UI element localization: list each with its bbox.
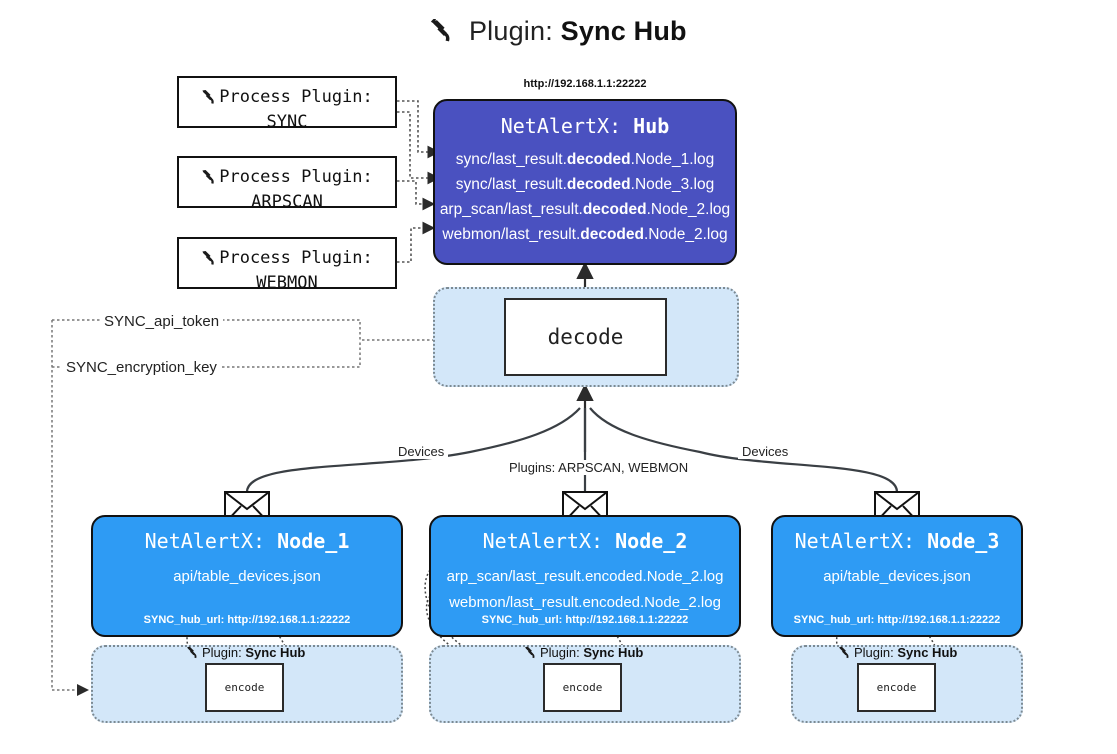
node-line-list: api/table_devices.json [93,564,401,590]
node-title: NetAlertX: Node_2 [431,529,739,553]
encode-plugin-label-2: Plugin: Sync Hub [524,645,643,660]
node-title: NetAlertX: Node_1 [93,529,401,553]
edge-label-devices-right: Devices [738,444,793,459]
process-plugin-label: Process Plugin: [219,248,373,268]
process-plugin-line1: Process Plugin: [179,165,395,190]
hub-log-row: sync/last_result.decoded.Node_3.log [455,176,715,194]
sync-api-token-label: SYNC_api_token [100,313,224,330]
process-plugin-name: ARPSCAN [251,191,323,212]
decode-box[interactable]: decode [504,298,667,376]
encode-plugin-prefix: Plugin: [540,645,580,660]
decode-label: decode [547,325,624,349]
hub-url-label: http://192.168.1.1:22222 [523,78,647,90]
node-3[interactable]: NetAlertX: Node_3 api/table_devices.json… [771,515,1023,637]
node-title-name: Node_1 [277,529,350,553]
encode-plugin-label-3: Plugin: Sync Hub [838,645,957,660]
process-plugin-label: Process Plugin: [219,87,373,107]
node-title-name: Node_2 [615,529,688,553]
plug-icon [839,646,849,659]
node-1[interactable]: NetAlertX: Node_1 api/table_devices.json… [91,515,403,637]
node-line: api/table_devices.json [823,568,971,585]
node-line-list: api/table_devices.json [773,564,1021,590]
node-line: api/table_devices.json [173,568,321,585]
encode-box-3[interactable]: encode [857,663,936,712]
node-hub-url: SYNC_hub_url: http://192.168.1.1:22222 [793,614,1001,626]
node-line-list: arp_scan/last_result.encoded.Node_2.log … [431,564,739,615]
hub-log-row: sync/last_result.decoded.Node_1.log [455,151,715,168]
process-plugin-line1: Process Plugin: [179,85,395,110]
node-title-prefix: NetAlertX: [144,529,266,553]
hub-title-name: Hub [633,114,670,138]
encode-box-1[interactable]: encode [205,663,284,712]
process-plugin-sync[interactable]: Process Plugin: SYNC [177,76,397,132]
node-line: webmon/last_result.encoded.Node_2.log [449,593,721,611]
edge-label-devices-left: Devices [394,444,449,459]
process-plugin-webmon[interactable]: Process Plugin: WEBMON [177,237,397,293]
node-title-name: Node_3 [927,529,1000,553]
page-title-prefix: Plugin: [468,16,553,46]
plug-icon [187,646,197,659]
hub-log-row: webmon/last_result.decoded.Node_2.log [442,226,728,244]
node-title-prefix: NetAlertX: [794,529,916,553]
encode-label: encode [876,681,917,694]
encode-plugin-label-1: Plugin: Sync Hub [186,645,305,660]
node-hub-url: SYNC_hub_url: http://192.168.1.1:22222 [143,614,351,626]
process-plugin-arpscan[interactable]: Process Plugin: ARPSCAN [177,156,397,212]
node-2[interactable]: NetAlertX: Node_2 arp_scan/last_result.e… [429,515,741,637]
encode-plugin-name: Sync Hub [897,645,958,660]
encode-plugin-prefix: Plugin: [202,645,242,660]
plug-icon [202,169,214,184]
plug-icon [525,646,535,659]
encode-plugin-prefix: Plugin: [854,645,894,660]
node-title-prefix: NetAlertX: [482,529,604,553]
sync-encryption-key-label: SYNC_encryption_key [62,359,221,376]
hub-node[interactable]: NetAlertX: Hub sync/last_result.decoded.… [433,99,737,265]
plug-icon [202,250,214,265]
plug-icon [202,89,214,104]
page-title-name: Sync Hub [560,16,687,46]
hub-title: NetAlertX: Hub [435,114,735,138]
hub-log-row: arp_scan/last_result.decoded.Node_2.log [439,201,731,219]
encode-plugin-name: Sync Hub [245,645,306,660]
process-plugin-line1: Process Plugin: [179,246,395,271]
process-plugin-name: WEBMON [256,272,318,293]
encode-label: encode [224,681,265,694]
hub-title-prefix: NetAlertX: [500,114,622,138]
encode-box-2[interactable]: encode [543,663,622,712]
encode-label: encode [562,681,603,694]
encode-plugin-name: Sync Hub [583,645,644,660]
page-title: Plugin: Sync Hub [0,16,1117,50]
hub-log-list: sync/last_result.decoded.Node_1.log sync… [435,147,735,247]
edge-label-plugins: Plugins: ARPSCAN, WEBMON [505,460,693,475]
process-plugin-name: SYNC [266,111,308,132]
node-hub-url: SYNC_hub_url: http://192.168.1.1:22222 [481,614,689,626]
plug-icon [430,17,456,50]
process-plugin-label: Process Plugin: [219,167,373,187]
node-title: NetAlertX: Node_3 [773,529,1021,553]
node-line: arp_scan/last_result.encoded.Node_2.log [446,568,724,585]
